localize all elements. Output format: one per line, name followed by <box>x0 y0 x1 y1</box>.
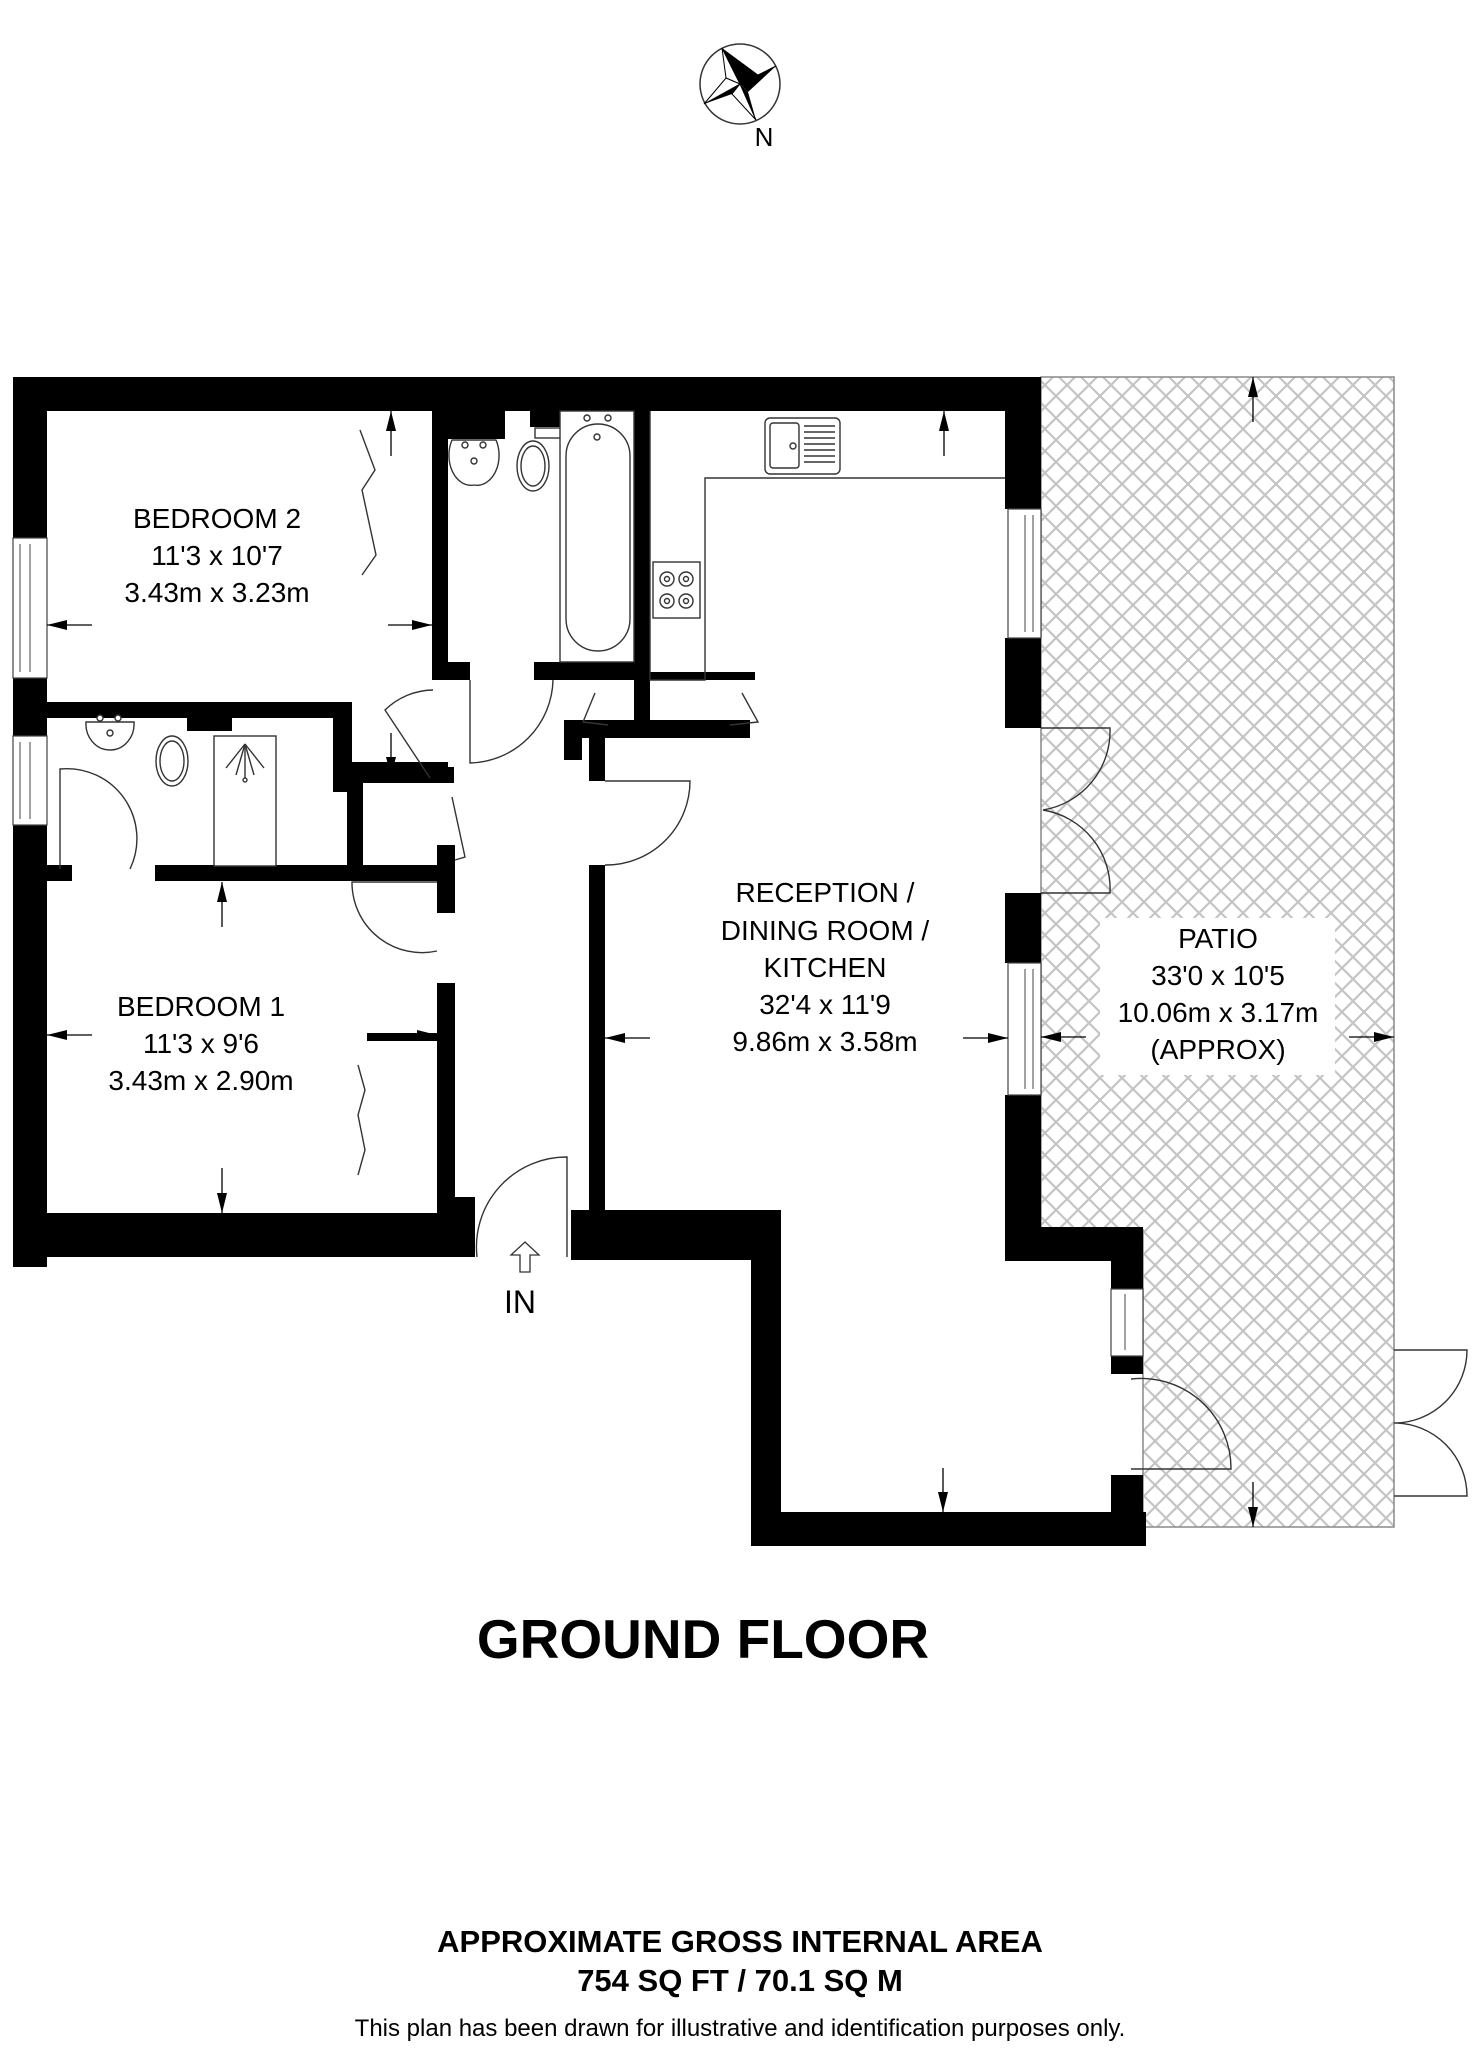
svg-text:BEDROOM 2: BEDROOM 2 <box>133 503 301 534</box>
ensuite-toilet-icon <box>155 735 189 787</box>
room-label-bedroom2: BEDROOM 2 11'3 x 10'7 3.43m x 3.23m <box>124 503 309 608</box>
fixtures <box>85 410 1005 867</box>
svg-text:RECEPTION /: RECEPTION / <box>736 877 915 908</box>
svg-text:DINING ROOM /: DINING ROOM / <box>721 915 930 946</box>
area-value: 754 SQ FT / 70.1 SQ M <box>577 1963 903 1998</box>
svg-text:32'4 x 11'9: 32'4 x 11'9 <box>759 989 891 1020</box>
svg-text:KITCHEN: KITCHEN <box>764 952 887 983</box>
basin-icon <box>448 439 500 486</box>
svg-text:11'3 x 10'7: 11'3 x 10'7 <box>151 540 283 571</box>
svg-text:BEDROOM 1: BEDROOM 1 <box>117 991 285 1022</box>
dimension-arrows <box>47 377 1394 1527</box>
svg-text:10.06m x 3.17m: 10.06m x 3.17m <box>1118 997 1319 1028</box>
ensuite-basin-icon <box>85 714 135 751</box>
svg-text:(APPROX): (APPROX) <box>1150 1034 1285 1065</box>
svg-text:3.43m x 2.90m: 3.43m x 2.90m <box>108 1065 293 1096</box>
svg-text:9.86m x 3.58m: 9.86m x 3.58m <box>732 1026 917 1057</box>
entrance-arrow-icon <box>509 1241 541 1273</box>
bath-icon <box>559 410 635 663</box>
room-label-bedroom1: BEDROOM 1 11'3 x 9'6 3.43m x 2.90m <box>108 991 293 1096</box>
shower-icon <box>213 735 277 867</box>
room-label-patio: PATIO 33'0 x 10'5 10.06m x 3.17m (APPROX… <box>1118 923 1319 1065</box>
walls <box>13 377 1146 1546</box>
sink-icon <box>764 417 841 475</box>
patio-area <box>1040 376 1395 1528</box>
compass-north-label: N <box>755 122 774 152</box>
toilet-icon <box>516 427 566 492</box>
compass-rose-icon <box>699 43 781 125</box>
windows <box>12 508 1144 1357</box>
hob-icon <box>652 561 701 619</box>
area-heading: APPROXIMATE GROSS INTERNAL AREA <box>437 1924 1043 1959</box>
svg-text:11'3 x 9'6: 11'3 x 9'6 <box>143 1028 259 1059</box>
doors <box>59 429 1468 1497</box>
svg-text:3.43m x 3.23m: 3.43m x 3.23m <box>124 577 309 608</box>
floor-title: GROUND FLOOR <box>477 1608 929 1670</box>
svg-text:33'0 x 10'5: 33'0 x 10'5 <box>1151 960 1285 991</box>
room-label-reception: RECEPTION / DINING ROOM / KITCHEN 32'4 x… <box>721 877 930 1057</box>
svg-text:PATIO: PATIO <box>1178 923 1258 954</box>
disclaimer-text: This plan has been drawn for illustrativ… <box>355 2015 1126 2042</box>
entrance-label: IN <box>504 1284 536 1320</box>
